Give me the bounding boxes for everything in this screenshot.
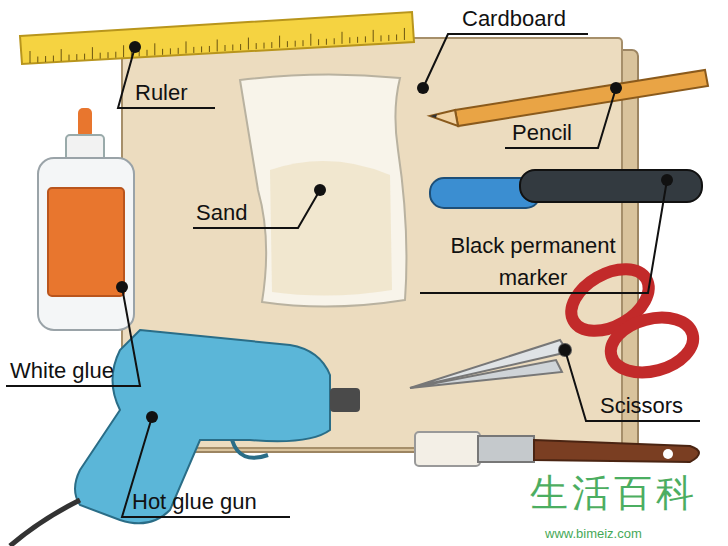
part-label: Cardboard [462, 3, 566, 35]
part-label: Hot glue gun [132, 486, 257, 518]
watermark: 生活百科 [530, 474, 698, 512]
watermark: www.bimeiz.com [545, 527, 642, 540]
part-label: Ruler [135, 77, 188, 109]
part-label: Black permanent marker [418, 230, 648, 294]
part-label: Sand [196, 197, 247, 229]
part-label: White glue [10, 355, 114, 387]
part-label: Scissors [600, 390, 683, 422]
part-label: Pencil [512, 117, 572, 149]
